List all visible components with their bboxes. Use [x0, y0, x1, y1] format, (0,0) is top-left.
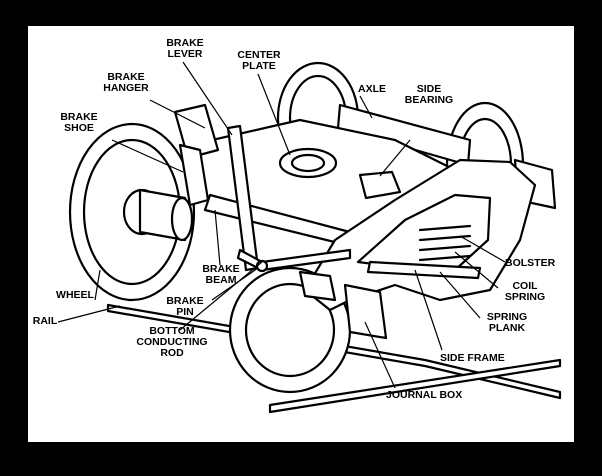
label-coil-spring: COIL SPRING	[504, 280, 546, 303]
label-brake-pin: BRAKE PIN	[166, 295, 204, 318]
label-brake-lever: BRAKE LEVER	[166, 37, 204, 60]
leader-side-frame	[414, 269, 443, 351]
label-side-frame: SIDE FRAME	[440, 352, 505, 364]
leader-center-plate	[257, 73, 291, 156]
leader-side-bearing	[379, 139, 411, 177]
journal-box-front	[343, 283, 388, 340]
leader-journal-box	[364, 321, 396, 389]
leader-wheel	[94, 269, 101, 301]
spring-plank	[366, 260, 482, 280]
label-wheel: WHEEL	[56, 289, 94, 301]
label-spring-plank: SPRING PLANK	[486, 311, 528, 334]
rail-far	[268, 358, 562, 414]
side-bearing	[358, 170, 402, 200]
leader-rail	[57, 305, 121, 323]
label-brake-beam: BRAKE BEAM	[202, 263, 240, 286]
label-brake-shoe: BRAKE SHOE	[60, 111, 98, 134]
label-axle: AXLE	[357, 83, 386, 95]
label-rail: RAIL	[32, 315, 58, 327]
leader-axle	[359, 95, 373, 119]
leader-coil-spring	[454, 251, 499, 289]
leader-brake-lever	[182, 61, 233, 136]
leader-brake-beam	[214, 209, 221, 266]
label-bolster: BOLSTER	[505, 257, 556, 269]
leader-brake-hanger	[149, 99, 206, 129]
label-brake-hanger: BRAKE HANGER	[103, 71, 149, 94]
brake-shoe	[178, 143, 210, 207]
coil-spring	[418, 224, 472, 262]
rail-lower	[106, 303, 562, 400]
label-center-plate: CENTER PLATE	[237, 49, 281, 72]
leader-bottom-conducting-rod	[179, 261, 263, 331]
leader-brake-shoe	[111, 139, 184, 173]
leader-bolster	[459, 235, 506, 263]
label-journal-box: JOURNAL BOX	[386, 389, 463, 401]
label-side-bearing: SIDE BEARING	[404, 83, 454, 106]
leader-spring-plank	[439, 271, 481, 319]
label-bottom-conducting-rod: BOTTOM CONDUCTING ROD	[136, 325, 208, 359]
